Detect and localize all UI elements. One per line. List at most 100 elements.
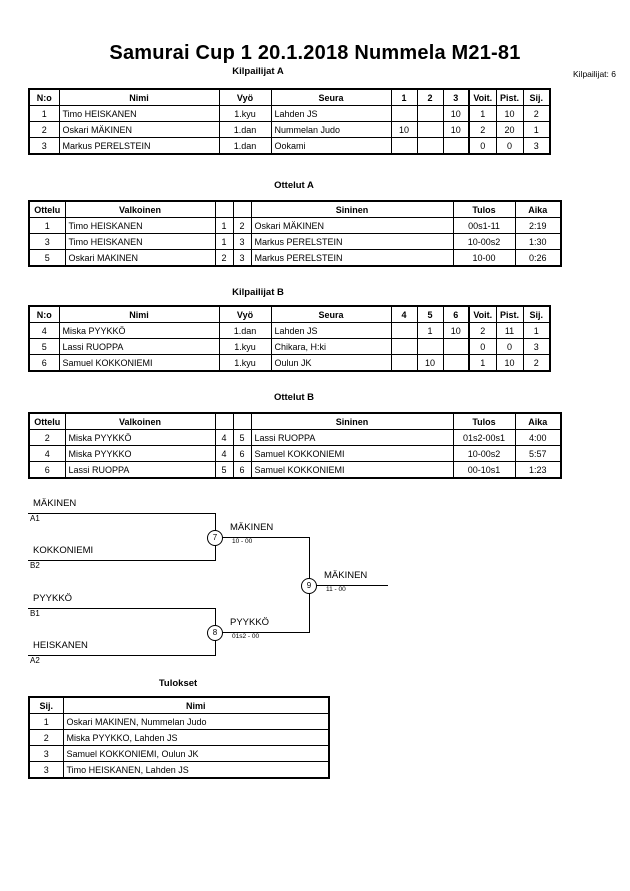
- pool-a-caption: Kilpailijat A: [232, 66, 284, 77]
- cell-m3: 10: [442, 105, 470, 122]
- cell-ottelu: 6: [28, 461, 66, 479]
- bracket-champion-name: MÄKINEN: [324, 570, 368, 581]
- col-sininen: Sininen: [250, 412, 454, 430]
- cell-no: 3: [28, 137, 60, 155]
- cell-no: 2: [28, 121, 60, 138]
- entrants-count: Kilpailijat: 6: [573, 69, 616, 79]
- cell-tulos: 00-10s1: [452, 461, 516, 479]
- cell-seura: Lahden JS: [270, 322, 392, 339]
- cell-blue-no: 6: [232, 461, 252, 479]
- table-row: 4 Miska PYYKKO 4 6 Samuel KOKKONIEMI 10-…: [28, 445, 562, 462]
- col-nimi: Nimi: [62, 696, 330, 714]
- cell-blue-no: 5: [232, 429, 252, 446]
- pool-b-caption: Kilpailijat B: [232, 287, 284, 298]
- col-sininen: Sininen: [250, 200, 454, 218]
- col-sij: Sij.: [28, 696, 64, 714]
- bracket-line: [28, 608, 215, 609]
- cell-sij: 2: [522, 105, 551, 122]
- cell-m1: [390, 322, 418, 339]
- cell-blue-no: 2: [232, 217, 252, 234]
- col-pist: Pist.: [495, 88, 524, 106]
- col-vyo: Vyö: [218, 305, 272, 323]
- cell-ottelu: 1: [28, 217, 66, 234]
- col-white-no: [214, 412, 234, 430]
- cell-aika: 5:57: [514, 445, 562, 462]
- cell-m3: [442, 354, 470, 372]
- table-row: 6 Lassi RUOPPA 5 6 Samuel KOKKONIEMI 00-…: [28, 461, 562, 479]
- bracket-final-node: 9: [301, 578, 317, 594]
- page-title: Samurai Cup 1 20.1.2018 Nummela M21-81: [109, 42, 521, 64]
- cell-pist: 0: [495, 137, 524, 155]
- cell-ottelu: 4: [28, 445, 66, 462]
- cell-seura: Lahden JS: [270, 105, 392, 122]
- cell-tulos: 10-00: [452, 249, 516, 267]
- cell-white-no: 4: [214, 445, 234, 462]
- cell-sij: 3: [522, 338, 551, 355]
- cell-tulos: 10-00s2: [452, 233, 516, 250]
- col-nimi: Nimi: [58, 88, 220, 106]
- cell-m2: [416, 338, 444, 355]
- col-aika: Aika: [514, 200, 562, 218]
- cell-blue: Markus PERELSTEIN: [250, 233, 454, 250]
- cell-blue: Samuel KOKKONIEMI: [250, 461, 454, 479]
- bracket-entry-seed: A1: [30, 514, 40, 523]
- cell-pist: 20: [495, 121, 524, 138]
- table-row: 1 Oskari MAKINEN, Nummelan Judo: [28, 713, 330, 730]
- col-no: N:o: [28, 88, 60, 106]
- col-seura: Seura: [270, 305, 392, 323]
- cell-blue-no: 3: [232, 249, 252, 267]
- cell-nimi: Timo HEISKANEN: [58, 105, 220, 122]
- col-m3: 3: [442, 88, 470, 106]
- cell-tulos: 01s2-00s1: [452, 429, 516, 446]
- cell-no: 5: [28, 338, 60, 355]
- cell-nimi: Timo HEISKANEN, Lahden JS: [62, 761, 330, 779]
- bracket-match-score: 10 - 00: [232, 538, 253, 545]
- cell-ottelu: 2: [28, 429, 66, 446]
- bracket-entry-name: HEISKANEN: [33, 640, 88, 651]
- col-aika: Aika: [514, 412, 562, 430]
- col-m2: 2: [416, 88, 444, 106]
- cell-no: 6: [28, 354, 60, 372]
- cell-sij: 1: [522, 121, 551, 138]
- cell-sij: 2: [28, 729, 64, 746]
- col-seura: Seura: [270, 88, 392, 106]
- cell-sij: 1: [522, 322, 551, 339]
- col-vyo: Vyö: [218, 88, 272, 106]
- cell-tulos: 10-00s2: [452, 445, 516, 462]
- cell-ottelu: 5: [28, 249, 66, 267]
- pool-b-table: N:o Nimi Vyö Seura 4 5 6 Voit. Pist. Sij…: [28, 305, 551, 372]
- cell-ottelu: 3: [28, 233, 66, 250]
- cell-vyo: 1.kyu: [218, 338, 272, 355]
- table-header-row: N:o Nimi Vyö Seura 4 5 6 Voit. Pist. Sij…: [28, 305, 551, 323]
- cell-white: Miska PYYKKÖ: [64, 429, 216, 446]
- col-voit: Voit.: [468, 88, 497, 106]
- cell-white: Miska PYYKKO: [64, 445, 216, 462]
- cell-voit: 2: [468, 322, 497, 339]
- col-tulos: Tulos: [452, 200, 516, 218]
- col-tulos: Tulos: [452, 412, 516, 430]
- knockout-bracket: MÄKINEN A1 KOKKONIEMI B2 7 MÄKINEN 10 - …: [0, 495, 630, 680]
- cell-vyo: 1.dan: [218, 121, 272, 138]
- cell-seura: Oulun JK: [270, 354, 392, 372]
- bracket-winner-name: PYYKKÖ: [230, 617, 270, 628]
- cell-m3: [442, 338, 470, 355]
- cell-voit: 0: [468, 338, 497, 355]
- cell-m1: [390, 338, 418, 355]
- cell-no: 1: [28, 105, 60, 122]
- col-ottelu: Ottelu: [28, 412, 66, 430]
- bracket-line: [28, 560, 215, 561]
- results-table: Sij. Nimi 1 Oskari MAKINEN, Nummelan Jud…: [28, 696, 330, 779]
- cell-blue-no: 6: [232, 445, 252, 462]
- cell-pist: 11: [495, 322, 524, 339]
- cell-m3: 10: [442, 322, 470, 339]
- cell-aika: 4:00: [514, 429, 562, 446]
- table-row: 2 Miska PYYKKÖ 4 5 Lassi RUOPPA 01s2-00s…: [28, 429, 562, 446]
- cell-aika: 0:26: [514, 249, 562, 267]
- cell-nimi: Miska PYYKKO, Lahden JS: [62, 729, 330, 746]
- cell-blue: Samuel KOKKONIEMI: [250, 445, 454, 462]
- cell-m3: 10: [442, 121, 470, 138]
- bracket-match-node: 7: [207, 530, 223, 546]
- cell-white-no: 2: [214, 249, 234, 267]
- cell-blue: Lassi RUOPPA: [250, 429, 454, 446]
- col-m2: 5: [416, 305, 444, 323]
